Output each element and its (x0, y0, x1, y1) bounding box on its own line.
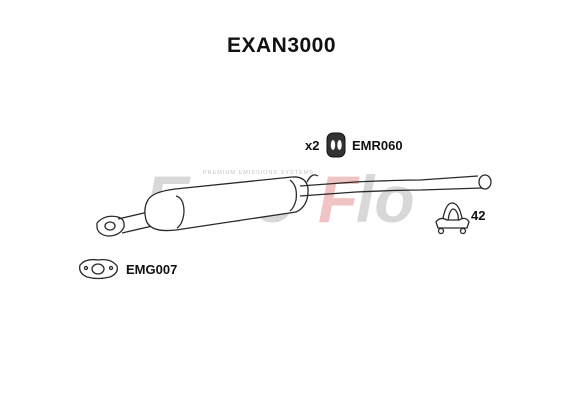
clamp-part-code: 42 (471, 208, 486, 223)
part-number-title: EXAN3000 (226, 34, 337, 57)
u-clamp-icon (435, 202, 470, 235)
exhaust-middle-section (96, 174, 492, 237)
watermark-tagline: PREMIUM EMISSIONS SYSTEMS (203, 170, 314, 176)
flange-gasket-icon (79, 258, 118, 280)
svg-text:F: F (318, 162, 360, 236)
gasket-part-code: EMG007 (126, 262, 178, 277)
hanger-part-code: EMR060 (352, 138, 403, 153)
hanger-quantity-label: x2 (305, 138, 320, 153)
rubber-hanger-icon (326, 132, 346, 158)
svg-text:lo: lo (356, 162, 415, 236)
